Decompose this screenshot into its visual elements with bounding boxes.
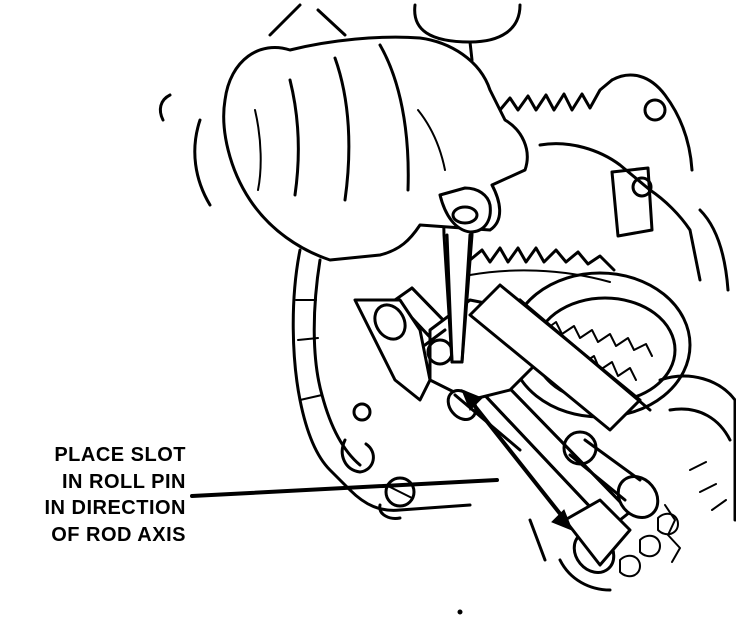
hand (158, 3, 529, 262)
caption-line: OF ROD AXIS (51, 523, 186, 546)
caption-line: IN ROLL PIN (61, 470, 186, 493)
leader-line (190, 478, 499, 498)
callout-caption: PLACE SLOT IN ROLL PIN IN DIRECTION OF R… (6, 442, 186, 548)
shift-rod (353, 283, 660, 574)
caption-line: IN DIRECTION (44, 497, 186, 519)
caption-line: PLACE SLOT (54, 444, 186, 466)
stray-mark (457, 609, 463, 615)
rod-axis-arrow (461, 389, 573, 531)
